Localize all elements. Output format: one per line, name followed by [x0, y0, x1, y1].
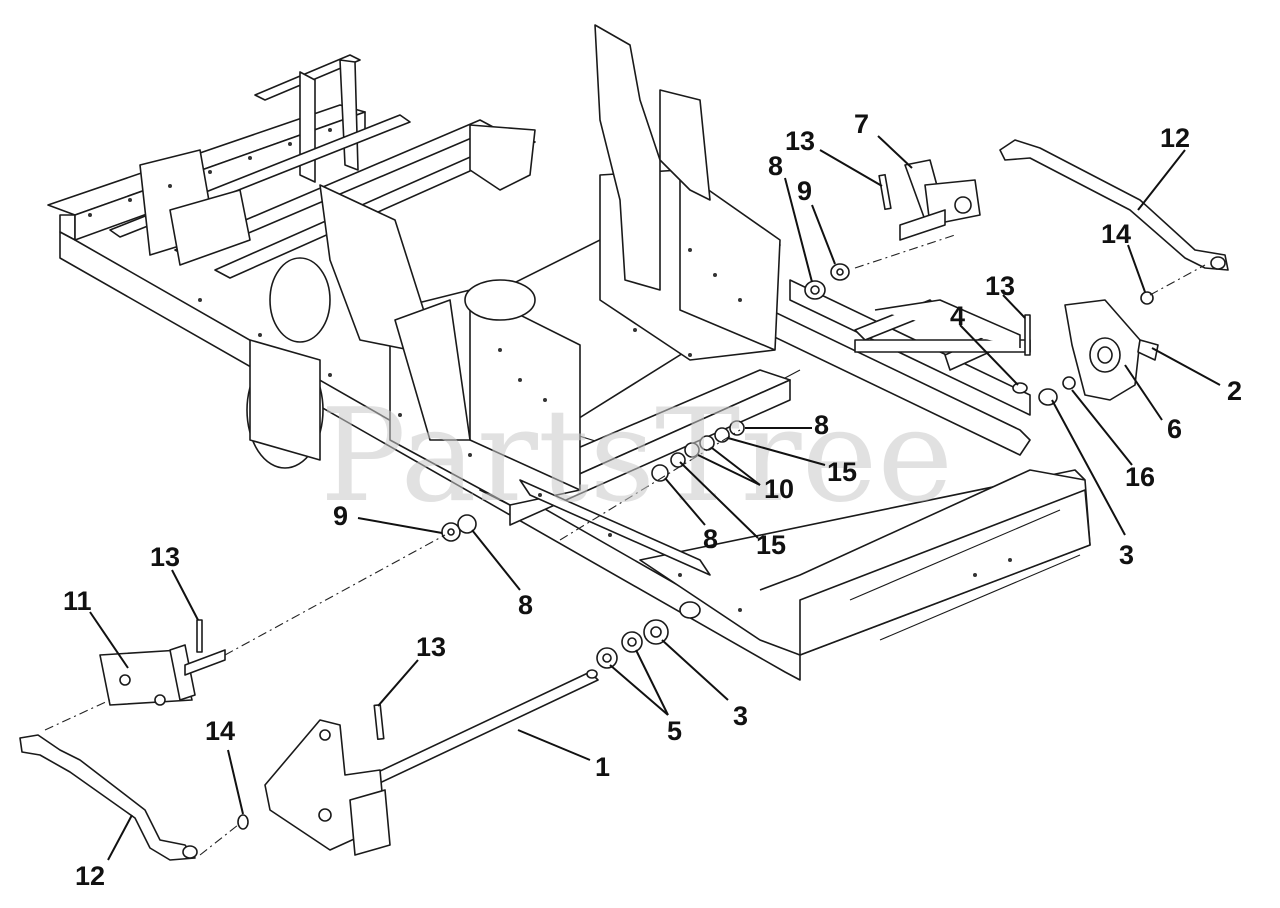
part-7-pivot-bracket	[899, 159, 981, 241]
pins-13	[196, 173, 1031, 741]
callout-2: 2	[1227, 376, 1242, 406]
callout-8: 8	[814, 410, 829, 440]
callout-12: 12	[1160, 123, 1190, 153]
callout-9: 9	[797, 176, 812, 206]
callout-numbers: 13 7 12 8 9 14 13 4 2 6 16 3 8 15 10 8 1…	[63, 109, 1242, 891]
callout-5: 5	[667, 716, 682, 746]
callout-14: 14	[205, 716, 235, 746]
callout-8: 8	[703, 524, 718, 554]
part-11-pivot-bracket	[99, 644, 226, 706]
callout-13: 13	[985, 271, 1015, 301]
callout-7: 7	[854, 109, 869, 139]
callout-15: 15	[756, 530, 786, 560]
callout-13: 13	[150, 542, 180, 572]
part-2-clip	[1137, 339, 1159, 361]
assembly-center-lines	[44, 234, 1206, 856]
callout-8: 8	[768, 151, 783, 181]
callout-6: 6	[1167, 414, 1182, 444]
callout-16: 16	[1125, 462, 1155, 492]
callout-12: 12	[75, 861, 105, 891]
part-12-lower-lift-arm	[19, 734, 198, 861]
callout-11: 11	[63, 586, 92, 616]
callout-15: 15	[827, 457, 857, 487]
callout-1: 1	[595, 752, 610, 782]
callout-14: 14	[1101, 219, 1131, 249]
part-4-pivot-shaft	[854, 299, 1031, 394]
watermark: PartsTree	[320, 382, 953, 531]
callout-3: 3	[1119, 540, 1134, 570]
callout-3: 3	[733, 701, 748, 731]
callout-13: 13	[416, 632, 446, 662]
callout-13: 13	[785, 126, 815, 156]
callout-4: 4	[950, 301, 965, 331]
callout-9: 9	[333, 501, 348, 531]
mower-frame	[47, 24, 1091, 681]
part-6-pivot-plate	[1064, 299, 1141, 401]
bushings-and-washers	[237, 263, 1154, 830]
part-12-upper-lift-arm	[999, 139, 1229, 271]
callout-8: 8	[518, 590, 533, 620]
leader-lines	[89, 135, 1221, 861]
part-lower-bracket	[264, 719, 391, 856]
callout-10: 10	[764, 474, 794, 504]
frame-bolt-holes	[88, 128, 1012, 612]
